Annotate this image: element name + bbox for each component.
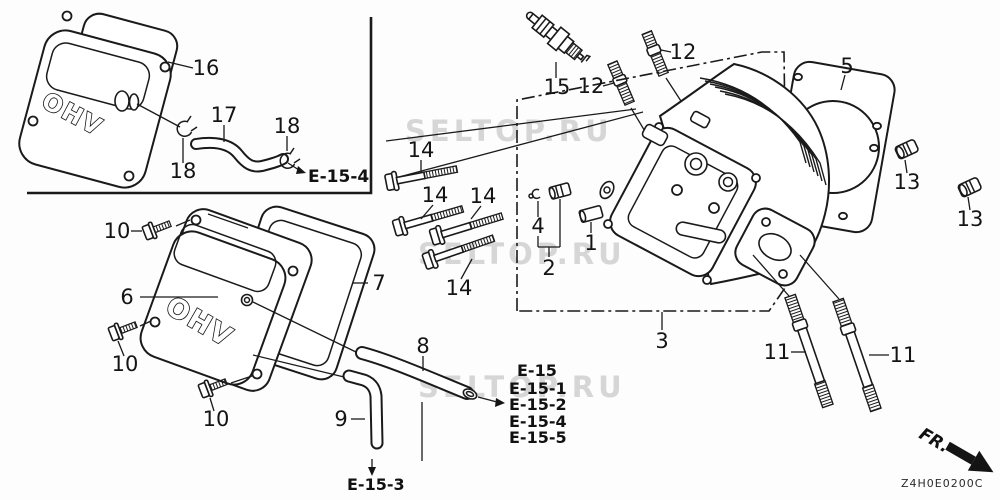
callout-14[interactable]: 14 xyxy=(446,276,473,300)
flange-bolt xyxy=(384,165,459,192)
dowel-pin xyxy=(957,177,982,198)
bolt-hole xyxy=(149,316,161,328)
flange-bolt-short xyxy=(197,378,228,399)
flange-bolt-short xyxy=(141,220,172,241)
valve-opening xyxy=(684,152,708,176)
valve-cover-upper: OHV xyxy=(18,10,179,189)
callout-4[interactable]: 4 xyxy=(531,214,544,238)
stud-bolt-long xyxy=(784,293,834,409)
callout-3[interactable]: 3 xyxy=(655,329,668,353)
callout-12[interactable]: 12 xyxy=(578,74,605,98)
stud-bolt-small xyxy=(606,59,636,107)
breather-port xyxy=(114,90,130,112)
bolt-hole xyxy=(123,170,135,182)
callout-10[interactable]: 10 xyxy=(104,219,131,243)
bolt-hole xyxy=(27,115,39,127)
watermark-text: SELTOP.RU xyxy=(405,114,613,148)
valve-clip xyxy=(528,188,541,200)
bolt-hole xyxy=(159,61,171,73)
callout-8[interactable]: 8 xyxy=(416,334,429,358)
breather-tube-long xyxy=(355,346,478,400)
stud-bolt-small xyxy=(641,29,670,78)
cylinder-head xyxy=(599,62,831,287)
valve-opening xyxy=(718,172,738,192)
valve-guide xyxy=(548,182,572,200)
callout-7[interactable]: 7 xyxy=(372,271,385,295)
center-boss xyxy=(240,293,254,307)
callout-14[interactable]: 14 xyxy=(422,183,449,207)
callout-10[interactable]: 10 xyxy=(112,352,139,376)
diagram-code: Z4H0E0200C xyxy=(901,477,983,490)
callout-9[interactable]: 9 xyxy=(334,407,347,431)
flange-bolt xyxy=(421,234,496,270)
bolt-hole xyxy=(287,265,299,277)
callout-16[interactable]: 16 xyxy=(193,56,220,80)
callout-14[interactable]: 14 xyxy=(470,184,497,208)
flange-bolt xyxy=(391,205,465,237)
callout-18[interactable]: 18 xyxy=(170,159,197,183)
ref-link-e15-4[interactable]: E-15-4 xyxy=(308,167,369,187)
ref-link-e15[interactable]: E-15 xyxy=(517,361,557,380)
callout-10[interactable]: 10 xyxy=(203,407,230,431)
flange-bolt xyxy=(428,212,504,246)
tube-clamp xyxy=(176,115,198,137)
fiche-references: E-15-4 E-15 E-15-1 E-15-2 E-15-4 E-15-5 … xyxy=(287,162,567,494)
spark-plug xyxy=(525,11,592,63)
callout-11[interactable]: 11 xyxy=(890,343,917,367)
callout-18[interactable]: 18 xyxy=(274,114,301,138)
ref-link-e15-5[interactable]: E-15-5 xyxy=(509,428,567,447)
inset-frame xyxy=(27,17,373,195)
tube-clamp xyxy=(279,147,301,169)
bolt-hole xyxy=(61,10,73,22)
ref-link-e15-3[interactable]: E-15-3 xyxy=(347,475,405,494)
drain-tube xyxy=(342,369,384,450)
callout-14[interactable]: 14 xyxy=(408,138,435,162)
fr-label: FR. xyxy=(915,424,952,457)
bolt-hole xyxy=(251,368,263,380)
ref-link-e15-1[interactable]: E-15-1 xyxy=(509,379,567,398)
callout-13[interactable]: 13 xyxy=(957,207,984,231)
callout-5[interactable]: 5 xyxy=(840,54,853,78)
breather-tube xyxy=(190,136,289,173)
ref-link-e15-4[interactable]: E-15-4 xyxy=(509,412,567,431)
callout-17[interactable]: 17 xyxy=(211,103,238,127)
callout-1[interactable]: 1 xyxy=(584,231,597,255)
assembly-group-outline xyxy=(516,51,788,312)
exhaust-port-flange xyxy=(734,207,816,287)
callout-6[interactable]: 6 xyxy=(120,285,133,309)
callout-12[interactable]: 12 xyxy=(670,40,697,64)
stud-bolt-long xyxy=(832,297,882,413)
callout-11[interactable]: 11 xyxy=(764,340,791,364)
ref-link-e15-2[interactable]: E-15-2 xyxy=(509,395,567,414)
valve-cover-lower: OHV xyxy=(139,208,313,392)
flange-bolt-short xyxy=(107,321,138,342)
direction-indicator: FR. xyxy=(915,424,994,473)
dowel-pin xyxy=(894,139,919,160)
pushrod-slot xyxy=(675,221,727,244)
bolt-hole xyxy=(190,214,202,226)
callout-2[interactable]: 2 xyxy=(542,256,555,280)
callout-13[interactable]: 13 xyxy=(894,170,921,194)
callout-15[interactable]: 15 xyxy=(544,75,571,99)
dowel-pin-small xyxy=(578,205,604,223)
